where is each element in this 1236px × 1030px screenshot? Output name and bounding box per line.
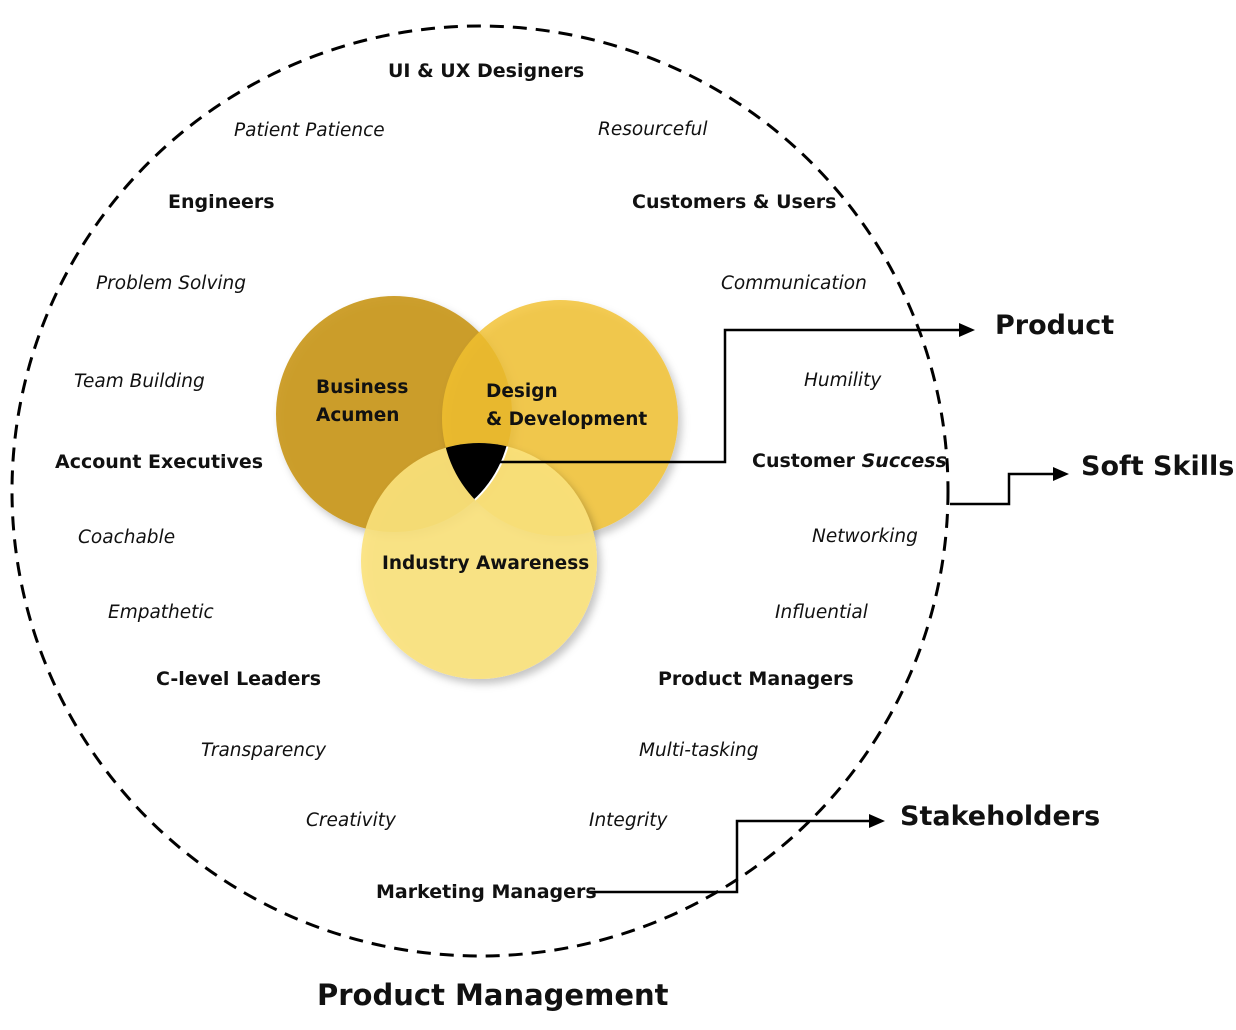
label-empathetic: Empathetic	[108, 602, 214, 623]
stakeholders-arrowhead	[869, 814, 885, 828]
label-coachable: Coachable	[78, 527, 176, 548]
label-communication: Communication	[721, 273, 867, 294]
business-acumen-line1: Business	[316, 377, 409, 398]
business-acumen-line2: Acumen	[316, 405, 400, 426]
product-arrowhead	[959, 323, 975, 337]
label-influential: Influential	[775, 602, 868, 623]
label-team-building: Team Building	[74, 371, 205, 392]
side-label-stakeholders: Stakeholders	[900, 801, 1101, 832]
label-resourceful: Resourceful	[598, 119, 708, 140]
customer-success-prefix: Customer	[752, 450, 855, 472]
design-development-line2: & Development	[486, 409, 648, 430]
label-account-executives: Account Executives	[55, 451, 264, 473]
side-label-product: Product	[995, 310, 1115, 341]
label-transparency: Transparency	[201, 740, 327, 761]
title-product-management: Product Management	[317, 978, 669, 1012]
label-ui-ux-designers: UI & UX Designers	[388, 60, 585, 82]
label-patient-patience: Patient Patience	[234, 120, 385, 141]
outer-dashed-circle	[10, 24, 950, 958]
label-marketing-managers: Marketing Managers	[376, 881, 597, 903]
product-connector-line	[500, 328, 962, 464]
label-customers-users: Customers & Users	[632, 191, 837, 213]
soft-skills-arrowhead	[1053, 467, 1069, 481]
design-development-line1: Design	[486, 381, 558, 402]
label-business-acumen: Business Acumen	[316, 374, 408, 430]
label-networking: Networking	[812, 526, 918, 547]
label-engineers: Engineers	[168, 191, 275, 213]
label-customer-success: Customer Success	[752, 450, 947, 472]
label-humility: Humility	[804, 370, 882, 391]
stakeholders-connector-line	[590, 819, 872, 894]
soft-skills-connector-line	[950, 472, 1056, 506]
label-problem-solving: Problem Solving	[96, 273, 247, 294]
label-creativity: Creativity	[306, 810, 396, 831]
industry-awareness-circle	[361, 443, 597, 679]
label-c-level-leaders: C-level Leaders	[156, 668, 322, 690]
label-industry-awareness: Industry Awareness	[382, 553, 590, 574]
label-integrity: Integrity	[589, 810, 668, 831]
customer-success-word: Success	[861, 450, 947, 472]
label-design-development: Design & Development	[486, 378, 647, 434]
label-multi-tasking: Multi-tasking	[639, 740, 759, 761]
label-product-managers: Product Managers	[658, 668, 854, 690]
side-label-soft-skills: Soft Skills	[1081, 451, 1235, 482]
